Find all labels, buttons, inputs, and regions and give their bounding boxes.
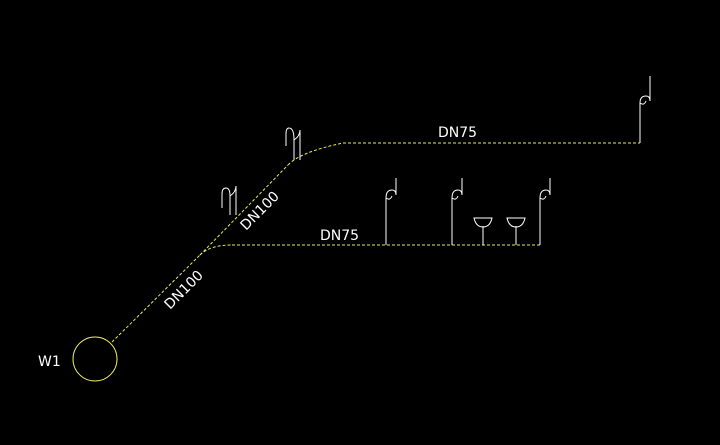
- riser-lower-label: DN100: [162, 268, 207, 313]
- lower-branch-label: DN75: [320, 228, 359, 244]
- fixtures-group: [221, 76, 651, 245]
- riser-upper-label: DN100: [238, 189, 283, 234]
- outlet-label: W1: [38, 354, 61, 370]
- trunk-pipe-upper: [199, 164, 289, 256]
- s-trap-icon: [539, 178, 551, 245]
- s-trap-icon: [385, 178, 397, 245]
- lower-branch-bend: [199, 244, 233, 256]
- main-pipe-group: [111, 142, 640, 343]
- s-trap-icon: [451, 178, 463, 245]
- floor-drain-icon: [506, 217, 526, 245]
- upper-branch-label: DN75: [438, 125, 477, 141]
- upper-branch-bend: [287, 142, 344, 166]
- s-trap-icon: [221, 185, 237, 215]
- s-trap-icon: [639, 76, 651, 143]
- s-trap-icon: [285, 127, 301, 160]
- trunk-pipe-lower: [111, 254, 201, 343]
- outlet-circle: [72, 336, 118, 382]
- floor-drain-icon: [473, 217, 493, 245]
